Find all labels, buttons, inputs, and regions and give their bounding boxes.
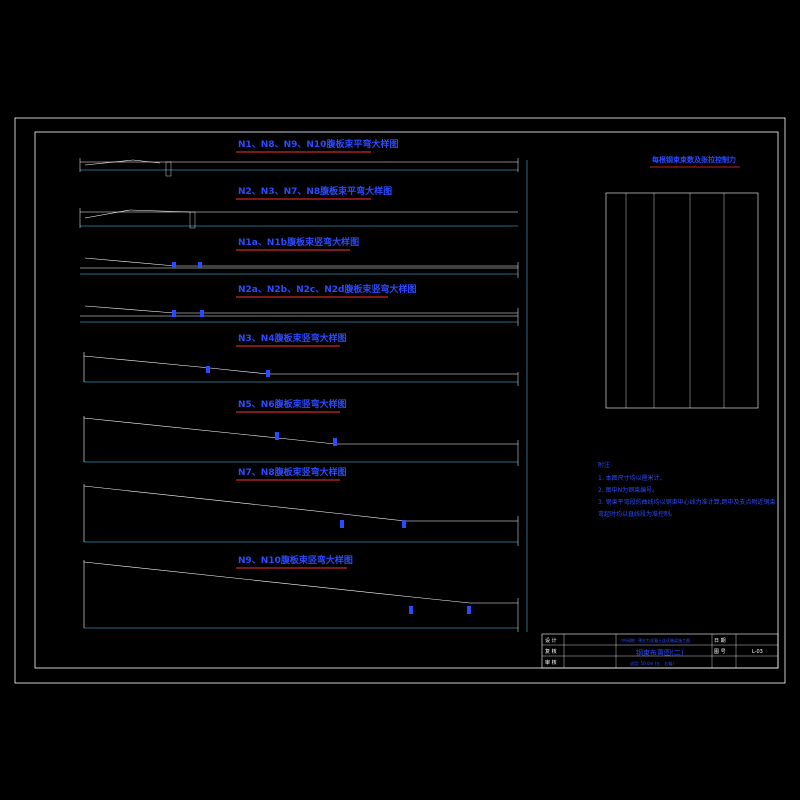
detail-1-strand (84, 159, 134, 166)
notes-line-4: 弯起时均以直线段为准控制。 (598, 510, 676, 518)
detail-5-strand-b (209, 367, 269, 375)
detail-8-anchor-1 (409, 606, 413, 614)
detail-8-strand-b (411, 596, 471, 604)
tb-approver-label: 审 核 (545, 659, 557, 666)
detail-1: N1、N8、N9、N10腹板束平弯大样图 (79, 138, 519, 177)
table-frame (605, 192, 759, 409)
detail-7-strand (83, 485, 344, 515)
detail-7-anchor-2 (402, 520, 406, 528)
detail-8-strand (83, 561, 413, 598)
title-block: 设 计 复 核 审 核 （中间跨）预应力混凝土连续箱梁施工图 钢束布置图(二) … (541, 633, 779, 669)
inner-frame (34, 131, 779, 669)
detail-6-strand-b (277, 437, 336, 445)
detail-4-title: N2a、N2b、N2c、N2d腹板束竖弯大样图 (238, 283, 416, 295)
tb-reviewer-label: 复 核 (545, 648, 557, 655)
detail-6-strand (83, 417, 279, 439)
detail-1-title: N1、N8、N9、N10腹板束平弯大样图 (238, 138, 398, 150)
detail-3-anchor-2 (198, 262, 202, 268)
detail-7-anchor-1 (340, 520, 344, 528)
detail-5-anchor-2 (266, 370, 270, 377)
tb-date-label: 日 期 (714, 638, 726, 644)
detail-1-strand-b (132, 159, 161, 164)
tb-sheet-no: L-03 (752, 649, 763, 655)
tb-drawing-name: 钢束布置图(二) (636, 648, 684, 657)
detail-3-anchor-1 (172, 262, 176, 268)
detail-3: N1a、N1b腹板束竖弯大样图 (80, 236, 519, 278)
detail-7: N7、N8腹板束竖弯大样图 (83, 466, 519, 546)
outer-frame (14, 117, 786, 684)
detail-7-title: N7、N8腹板束竖弯大样图 (238, 466, 347, 478)
detail-3-strand (84, 257, 176, 267)
tb-sheet-label: 图 号 (714, 649, 726, 655)
detail-6: N5、N6腹板束竖弯大样图 (83, 398, 519, 466)
notes-line-1: 1. 本图尺寸均以厘米计。 (598, 474, 666, 482)
detail-5-strand (83, 355, 211, 369)
detail-2-strand-b (129, 209, 191, 213)
detail-8: N9、N10腹板束竖弯大样图 (83, 554, 519, 632)
tb-designer-label: 设 计 (545, 637, 557, 644)
detail-4-strand (84, 305, 176, 314)
detail-6-anchor-1 (275, 432, 279, 440)
detail-5-anchor-1 (206, 366, 210, 373)
notes-line-3: 3. 钢束平弯段的曲线均以钢束中心线为准计算,跨中及支点附近钢束 (598, 498, 776, 506)
detail-2: N2、N3、N7、N8腹板束平弯大样图 (79, 185, 518, 229)
detail-6-title: N5、N6腹板束竖弯大样图 (238, 398, 347, 410)
detail-4-anchor-1 (172, 310, 176, 317)
tb-subtitle: 适用: 50.0m (左、右幅) (630, 660, 674, 666)
tendon-table: 每根钢束束数及张拉控制力 (605, 155, 759, 409)
detail-8-anchor-2 (467, 606, 471, 614)
detail-8-title: N9、N10腹板束竖弯大样图 (238, 554, 353, 566)
detail-2-title: N2、N3、N7、N8腹板束平弯大样图 (238, 185, 392, 197)
notes-line-2: 2. 图中N为钢束编号。 (598, 486, 658, 494)
detail-2-label-box (189, 211, 196, 229)
detail-2-strand (84, 209, 131, 219)
tb-project: （中间跨）预应力混凝土连续箱梁施工图 (618, 637, 690, 643)
detail-3-title: N1a、N1b腹板束竖弯大样图 (238, 236, 359, 248)
detail-1-label-box (165, 161, 172, 177)
detail-5-title: N3、N4腹板束竖弯大样图 (238, 332, 347, 344)
title-block-frame (541, 633, 779, 669)
notes-heading: 附注: (598, 461, 612, 469)
detail-5: N3、N4腹板束竖弯大样图 (83, 332, 519, 386)
detail-4-anchor-2 (200, 310, 204, 317)
detail-6-anchor-2 (333, 438, 337, 446)
notes: 附注: 1. 本图尺寸均以厘米计。 2. 图中N为钢束编号。 3. 钢束平弯段的… (598, 461, 776, 518)
detail-4: N2a、N2b、N2c、N2d腹板束竖弯大样图 (80, 283, 519, 326)
detail-7-strand-b (342, 513, 406, 522)
table-title: 每根钢束束数及张拉控制力 (652, 155, 736, 164)
